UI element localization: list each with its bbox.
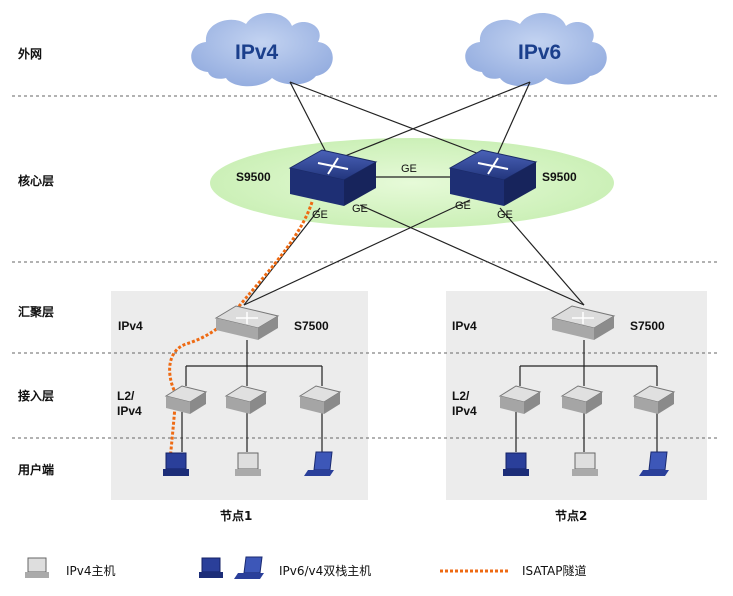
node1-dual-stack-desktop xyxy=(163,452,189,476)
core-switch-left-label: S9500 xyxy=(236,170,271,184)
node2-region-label: IPv4 xyxy=(452,319,477,333)
node1-agg-switch-label: S7500 xyxy=(294,319,329,333)
node1-access-switch-2 xyxy=(224,385,268,414)
legend-isatap-label: ISATAP隧道 xyxy=(522,563,587,578)
node2-access-switch-3 xyxy=(632,385,676,414)
node1-access-switch-3 xyxy=(298,385,342,414)
legend-dual-stack-desktop-icon xyxy=(199,557,223,578)
legend-ipv4-host-icon xyxy=(25,557,49,578)
node1-dual-stack-laptop xyxy=(304,451,334,476)
node1-access-label-line1: L2/ xyxy=(117,389,135,403)
ge-label-right-a: GE xyxy=(455,200,471,212)
node1-ipv4-desktop xyxy=(235,452,261,476)
links xyxy=(181,81,658,452)
ge-label-left-a: GE xyxy=(312,209,328,221)
layer-label-core: 核心层 xyxy=(18,173,54,188)
node1-access-switch-1 xyxy=(164,385,208,414)
core-switch-left: S9500 xyxy=(236,149,378,206)
node2-dual-stack-laptop xyxy=(639,451,669,476)
node2-access-switch-1 xyxy=(498,385,542,414)
ge-label-left-b: GE xyxy=(352,203,368,215)
legend-ipv4-host-label: IPv4主机 xyxy=(66,564,116,578)
node2-aggregation-switch xyxy=(550,305,616,340)
node2-ipv4-desktop xyxy=(572,452,598,476)
layer-separators xyxy=(12,95,720,439)
layer-label-aggregation: 汇聚层 xyxy=(18,305,54,319)
ipv6-cloud: IPv6 xyxy=(465,12,607,87)
node1-aggregation-switch xyxy=(214,305,280,340)
node2-agg-switch-label: S7500 xyxy=(630,319,665,333)
node1-name: 节点1 xyxy=(220,508,252,523)
node2-dual-stack-desktop xyxy=(503,452,529,476)
ipv4-cloud: IPv4 xyxy=(191,12,333,87)
node1-access-label-line2: IPv4 xyxy=(117,404,142,418)
node1-region-label: IPv4 xyxy=(118,319,143,333)
layer-label-access: 接入层 xyxy=(18,388,54,403)
core-switch-right: S9500 xyxy=(448,149,577,206)
node2-name: 节点2 xyxy=(555,508,587,523)
ipv4-cloud-label: IPv4 xyxy=(235,41,279,64)
layer-label-user: 用户端 xyxy=(17,462,54,477)
legend-dual-stack-label: IPv6/v4双栈主机 xyxy=(279,563,371,578)
legend-dual-stack-laptop-icon xyxy=(234,556,264,579)
node2-access-switch-2 xyxy=(560,385,604,414)
ipv6-cloud-label: IPv6 xyxy=(518,41,561,64)
legend: IPv4主机 IPv6/v4双栈主机 ISATAP隧道 xyxy=(25,556,587,579)
core-switch-right-label: S9500 xyxy=(542,170,577,184)
node2-access-label-line2: IPv4 xyxy=(452,404,477,418)
isatap-tunnel-line xyxy=(168,201,314,461)
ge-label-core-link: GE xyxy=(401,163,417,175)
node2-access-label-line1: L2/ xyxy=(452,389,470,403)
layer-label-external: 外网 xyxy=(18,46,42,61)
ge-label-right-b: GE xyxy=(497,209,513,221)
